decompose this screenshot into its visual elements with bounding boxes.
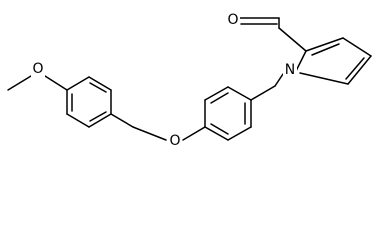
bond-ether-o-ring2 bbox=[182, 126, 206, 141]
bond-pyrrole-b bbox=[305, 37, 344, 52]
bond-o-ring1 bbox=[44, 75, 68, 91]
bond-lines bbox=[7, 17, 372, 141]
aldehyde-oxygen-label: O bbox=[227, 12, 238, 28]
ether-oxygen-label: O bbox=[169, 133, 180, 149]
bond-ring2-n-b bbox=[274, 73, 284, 87]
methoxy-oxygen-label: O bbox=[32, 61, 43, 77]
bond-pyrrole-c bbox=[342, 37, 372, 57]
bond-ring1-ether-o bbox=[110, 113, 134, 128]
ether-oxygen-bg bbox=[168, 133, 182, 149]
bond-pyrrole-cho bbox=[278, 27, 307, 52]
bond-r2-double-1 bbox=[210, 92, 229, 104]
bond-r2-double-3 bbox=[210, 123, 229, 135]
bond-pyrrole-d bbox=[347, 55, 372, 85]
bond-r2-e bbox=[227, 126, 252, 141]
bond-pyrrole-double-2 bbox=[345, 57, 365, 80]
bond-pyrrole-double-1 bbox=[311, 43, 340, 56]
bond-r1-double-3 bbox=[89, 82, 107, 93]
aldehyde-oxygen-bg bbox=[226, 12, 240, 28]
pyrrole-nitrogen-bg bbox=[283, 62, 297, 78]
bond-r1-c bbox=[88, 113, 112, 128]
bond-ring1-ether-o-b bbox=[132, 126, 167, 141]
bond-pyrrole-e bbox=[299, 72, 349, 85]
bond-r1-f bbox=[66, 76, 90, 91]
bond-r1-b bbox=[66, 113, 90, 128]
bond-r1-double-2 bbox=[89, 111, 107, 122]
bond-methyl-o bbox=[7, 75, 32, 91]
bond-r2-c bbox=[227, 86, 252, 101]
bond-ring2-n bbox=[250, 85, 276, 101]
bond-r2-b bbox=[204, 86, 229, 101]
atom-labels: O O N O bbox=[31, 12, 297, 149]
pyrrole-nitrogen-label: N bbox=[285, 62, 295, 78]
methoxy-oxygen-bg bbox=[31, 61, 45, 77]
molecule-structure-diagram: O O N O bbox=[7, 12, 372, 149]
bond-r1-e bbox=[88, 76, 112, 91]
bond-r2-f bbox=[204, 126, 229, 141]
